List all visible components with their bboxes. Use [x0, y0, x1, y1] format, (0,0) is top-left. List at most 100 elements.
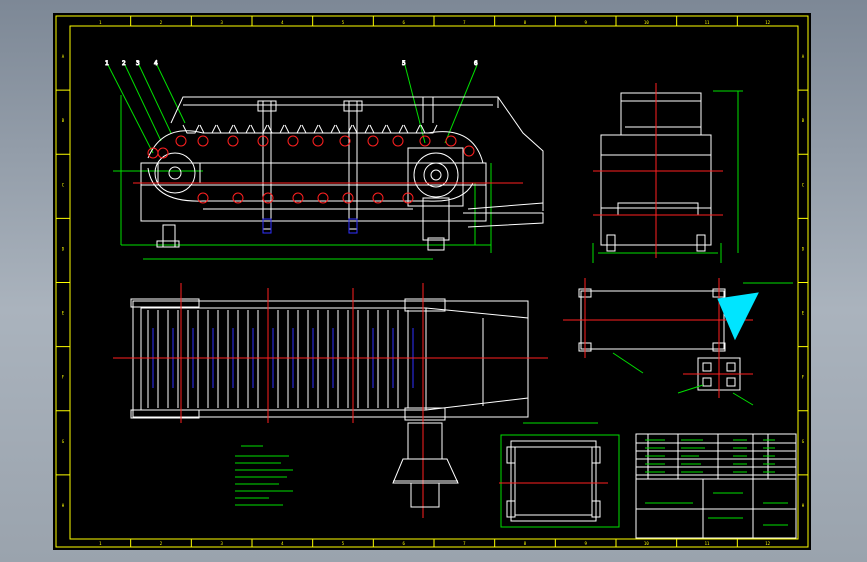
roller-lower-4	[292, 192, 304, 204]
roller-lower-1	[197, 192, 209, 204]
parts-list-rows	[636, 434, 796, 479]
tick-left-H: H	[62, 503, 65, 508]
roller-upper-5	[227, 135, 239, 147]
roller-upper-11	[392, 135, 404, 147]
roller-lower-6	[342, 192, 354, 204]
tick-bottom-9: 9	[584, 541, 587, 546]
roller-upper-3	[175, 135, 187, 147]
tick-left-F: F	[62, 375, 65, 380]
plan-slats	[147, 310, 414, 408]
pan-12	[369, 124, 387, 134]
pan-7	[284, 124, 302, 134]
roller-upper-14	[463, 145, 475, 157]
tick-left-A: A	[62, 54, 65, 59]
tick-bottom-7: 7	[463, 541, 466, 546]
outer-frame	[55, 15, 809, 548]
roller-upper-4	[197, 135, 209, 147]
drive-motor	[407, 422, 443, 460]
roller-lower-7	[372, 192, 384, 204]
tick-bottom-12: 12	[765, 541, 770, 546]
inner-frame	[69, 25, 799, 540]
pan-4	[233, 124, 251, 134]
pan-10	[335, 124, 353, 134]
top-casing	[170, 96, 544, 211]
tick-left-C: C	[62, 182, 65, 187]
roller-upper-13	[445, 135, 457, 147]
plan-outline	[132, 300, 529, 418]
foundation-detail[interactable]	[563, 278, 793, 406]
tick-right-E: E	[802, 311, 805, 316]
post-left-hidden	[262, 218, 272, 234]
technical-notes	[235, 445, 293, 506]
title-block-outline	[635, 433, 797, 539]
pan-11	[352, 124, 370, 134]
tick-right-D: D	[802, 246, 805, 251]
tick-top-8: 8	[524, 20, 527, 25]
tick-right-B: B	[802, 118, 805, 123]
top-pans	[182, 124, 438, 134]
title-block[interactable]	[635, 433, 797, 539]
tick-bottom-1: 1	[99, 541, 102, 546]
roller-upper-12	[419, 135, 431, 147]
tick-left-G: G	[62, 439, 65, 444]
tick-right-C: C	[802, 182, 805, 187]
plan-view[interactable]	[113, 283, 548, 518]
plan-rail-top-left	[130, 298, 200, 308]
tick-right-F: F	[802, 375, 805, 380]
side-view-dimensions	[592, 90, 743, 263]
tick-bottom-3: 3	[220, 541, 223, 546]
hatched-section	[717, 292, 759, 341]
roller-upper-9	[339, 135, 351, 147]
pan-1	[182, 124, 200, 134]
tick-bottom-2: 2	[160, 541, 163, 546]
leader-label-3: 3	[136, 60, 140, 67]
tick-top-2: 2	[160, 20, 163, 25]
section-frame	[500, 434, 620, 528]
tick-bottom-10: 10	[644, 541, 649, 546]
pan-13	[386, 124, 404, 134]
tick-top-1: 1	[99, 20, 102, 25]
tick-top-9: 9	[584, 20, 587, 25]
tick-bottom-4: 4	[281, 541, 284, 546]
pan-8	[301, 124, 319, 134]
tick-top-11: 11	[705, 20, 710, 25]
tick-right-G: G	[802, 439, 805, 444]
pan-2	[199, 124, 217, 134]
side-hopper	[620, 92, 702, 136]
pan-6	[267, 124, 285, 134]
leader-label-4: 4	[154, 60, 158, 67]
tick-right-H: H	[802, 503, 805, 508]
tick-bottom-6: 6	[402, 541, 405, 546]
pan-3	[216, 124, 234, 134]
drive-unit	[422, 197, 450, 241]
tick-top-10: 10	[644, 20, 649, 25]
tick-bottom-11: 11	[705, 541, 710, 546]
post-left	[262, 100, 272, 230]
tick-top-3: 3	[220, 20, 223, 25]
section-detail[interactable]	[499, 422, 620, 528]
pan-14	[403, 124, 421, 134]
post-right-hidden	[348, 218, 358, 234]
roller-upper-8	[312, 135, 324, 147]
front-view[interactable]: 1 2 3 4 5 6	[105, 60, 544, 260]
tick-top-7: 7	[463, 20, 466, 25]
tick-left-D: D	[62, 246, 65, 251]
pan-9	[318, 124, 336, 134]
tick-bottom-8: 8	[524, 541, 527, 546]
side-view[interactable]	[592, 83, 743, 263]
parts-list-entries	[645, 439, 788, 526]
head-sprocket	[413, 152, 459, 198]
leader-label-5: 5	[402, 60, 406, 67]
tick-bottom-5: 5	[342, 541, 345, 546]
tick-left-B: B	[62, 118, 65, 123]
chain-upper	[147, 130, 484, 164]
tick-right-A: A	[802, 54, 805, 59]
roller-lower-5	[317, 192, 329, 204]
roller-lower-8	[402, 192, 414, 204]
post-right	[348, 100, 358, 230]
main-frame	[140, 162, 487, 222]
leader-label-2: 2	[122, 60, 126, 67]
roller-upper-7	[287, 135, 299, 147]
